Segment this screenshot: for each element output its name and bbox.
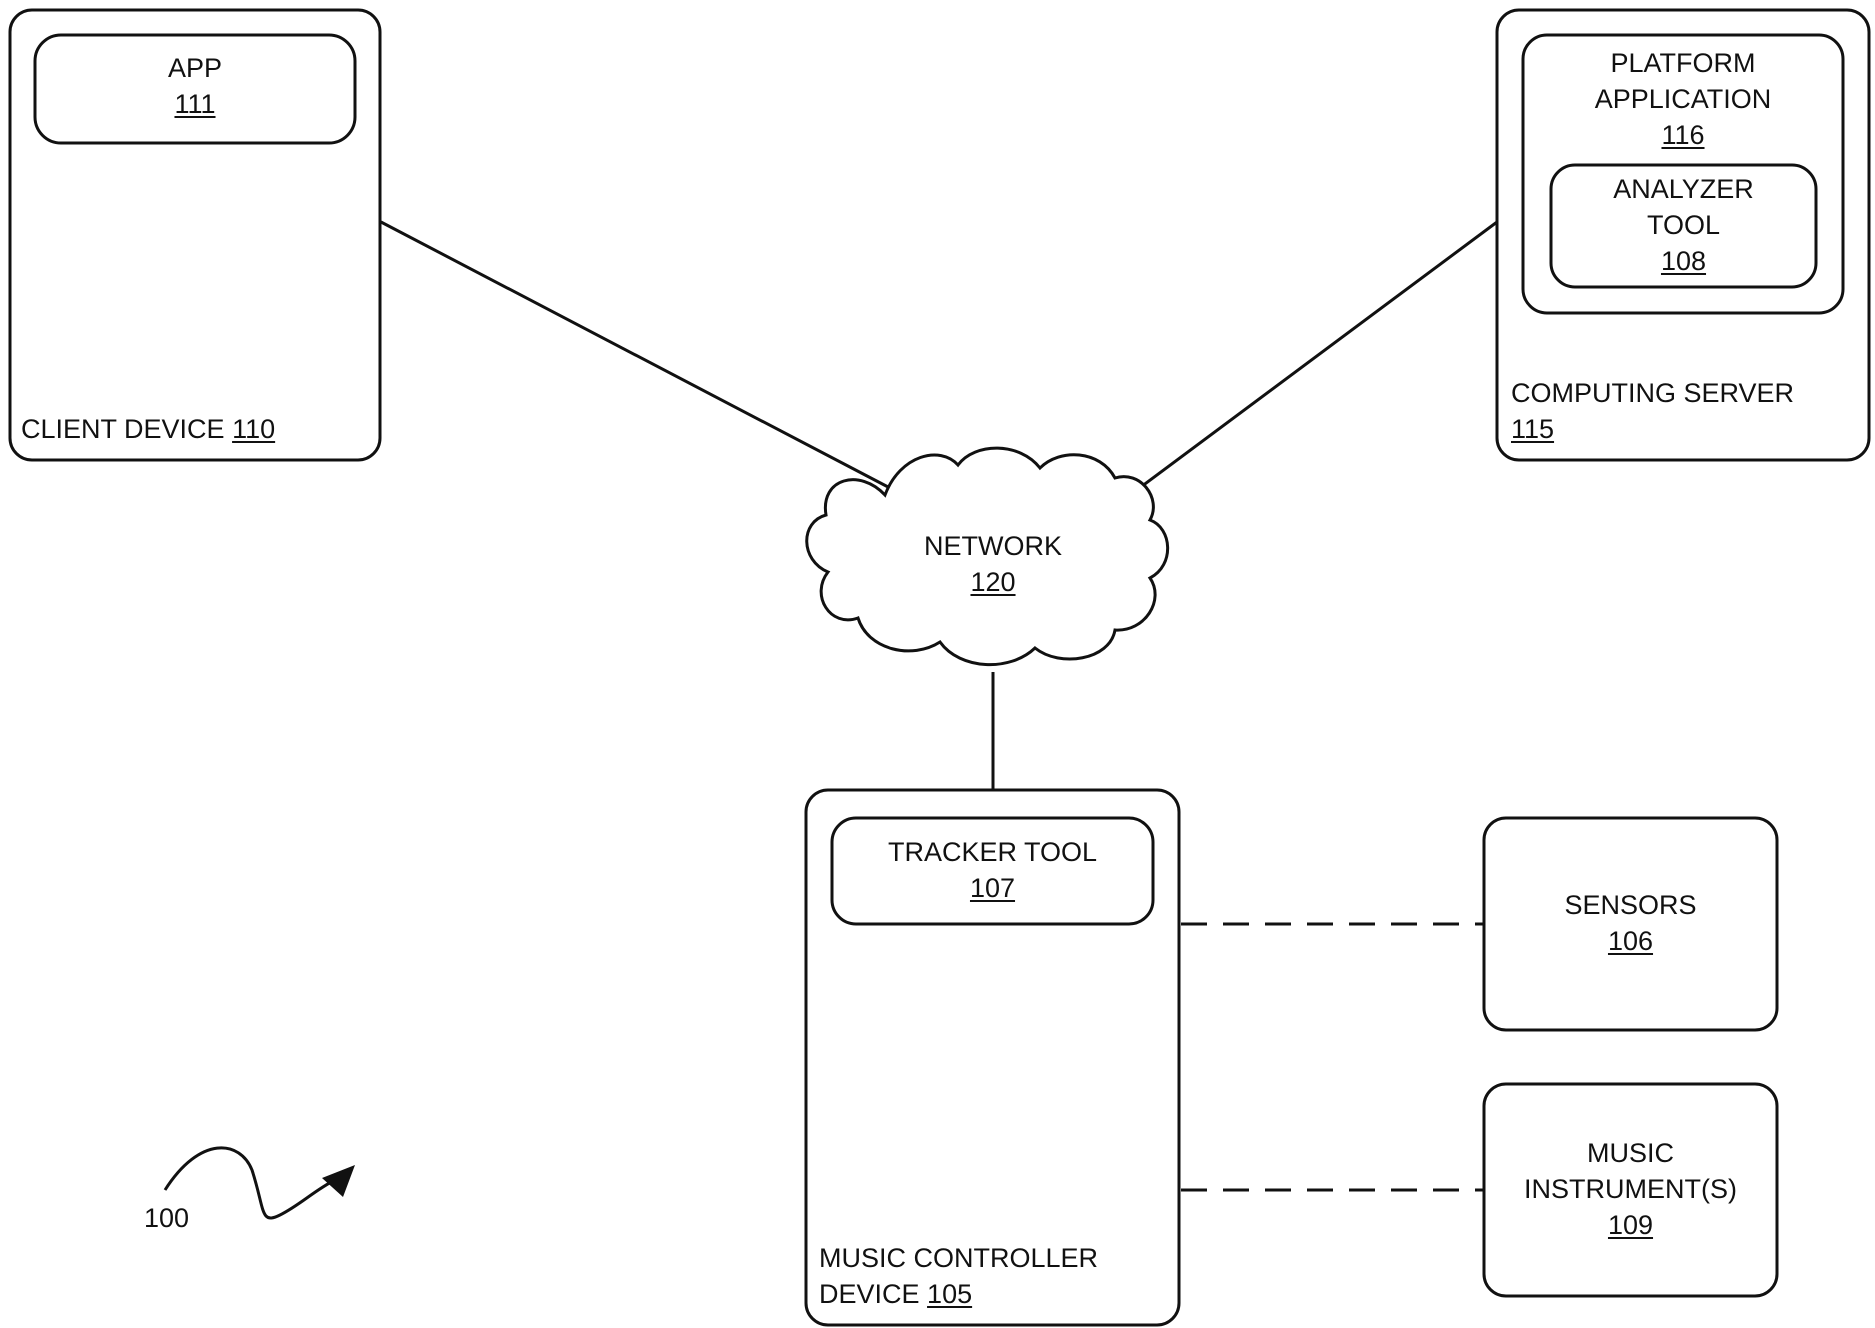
client-network-link xyxy=(381,222,890,488)
client-device-label-group: CLIENT DEVICE 110 xyxy=(21,411,275,447)
app-label-group: APP 111 xyxy=(35,50,355,122)
client-device-number: 110 xyxy=(232,414,275,444)
app-label: APP xyxy=(35,50,355,86)
analyzer-tool-line1: ANALYZER xyxy=(1551,171,1816,207)
system-reference-numeral: 100 xyxy=(144,1200,189,1236)
tracker-tool-label: TRACKER TOOL xyxy=(832,834,1153,870)
analyzer-tool-number: 108 xyxy=(1661,246,1706,276)
client-device-label: CLIENT DEVICE xyxy=(21,414,225,444)
music-instruments-label-group: MUSIC INSTRUMENT(S) 109 xyxy=(1484,1135,1777,1243)
server-network-link xyxy=(1126,222,1497,498)
platform-application-number: 116 xyxy=(1661,120,1704,150)
music-instruments-line2: INSTRUMENT(S) xyxy=(1484,1171,1777,1207)
music-controller-number: 105 xyxy=(927,1279,972,1309)
music-controller-line1: MUSIC CONTROLLER xyxy=(819,1240,1098,1276)
network-label: NETWORK xyxy=(888,528,1098,564)
reference-arrowhead xyxy=(322,1165,355,1197)
sensors-number: 106 xyxy=(1608,926,1653,956)
sensors-label-group: SENSORS 106 xyxy=(1484,887,1777,959)
computing-server-number: 115 xyxy=(1511,414,1554,444)
computing-server-label-group: COMPUTING SERVER 115 xyxy=(1511,375,1794,447)
analyzer-tool-label-group: ANALYZER TOOL 108 xyxy=(1551,171,1816,279)
reference-squiggle xyxy=(165,1148,335,1218)
app-number: 111 xyxy=(174,89,215,119)
tracker-tool-number: 107 xyxy=(970,873,1015,903)
music-instruments-line1: MUSIC xyxy=(1484,1135,1777,1171)
music-controller-label-group: MUSIC CONTROLLER DEVICE 105 xyxy=(819,1240,1098,1312)
network-number: 120 xyxy=(970,567,1015,597)
music-instruments-number: 109 xyxy=(1608,1210,1653,1240)
analyzer-tool-line2: TOOL xyxy=(1551,207,1816,243)
computing-server-label: COMPUTING SERVER xyxy=(1511,375,1794,411)
platform-application-line1: PLATFORM xyxy=(1523,45,1843,81)
music-controller-line2: DEVICE xyxy=(819,1279,920,1309)
platform-application-line2: APPLICATION xyxy=(1523,81,1843,117)
sensors-label: SENSORS xyxy=(1484,887,1777,923)
platform-application-label-group: PLATFORM APPLICATION 116 xyxy=(1523,45,1843,153)
tracker-tool-label-group: TRACKER TOOL 107 xyxy=(832,834,1153,906)
network-label-group: NETWORK 120 xyxy=(888,528,1098,600)
